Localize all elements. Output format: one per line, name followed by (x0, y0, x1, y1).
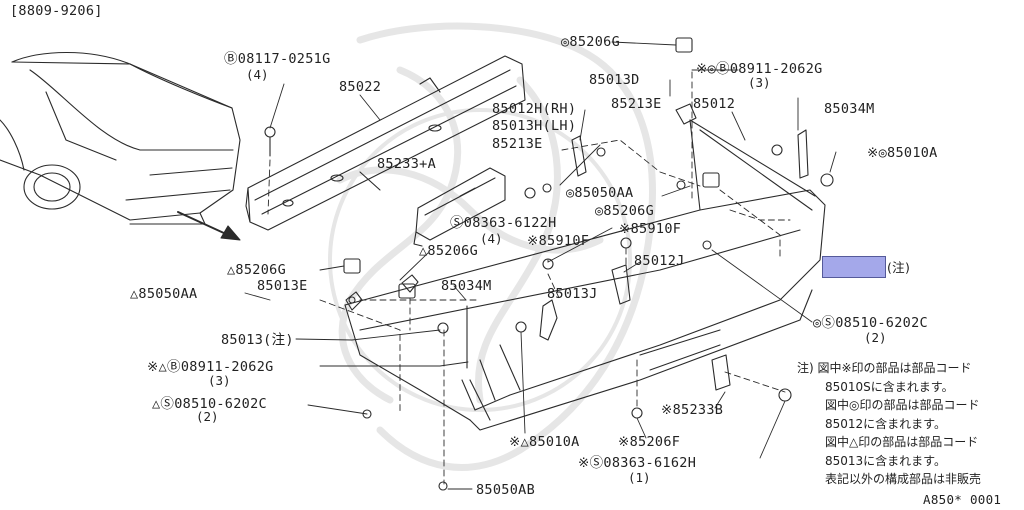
part-label-85050aa-mid[interactable]: ◎85050AA (566, 185, 634, 201)
part-label-85013e[interactable]: 85013E (257, 278, 308, 294)
note-line: 85013に含まれます。 (825, 453, 946, 468)
note-line: 図中◎印の部品は部品コード (825, 398, 980, 412)
part-label-85206f[interactable]: ※85206F (618, 434, 681, 450)
part-label-85013h-lh[interactable]: 85013H(LH) (492, 118, 577, 134)
date-range-label: [8809-9206] (10, 3, 103, 19)
part-label-85012j[interactable]: 85012J (634, 253, 685, 269)
quantity-label: (3) (208, 373, 231, 388)
part-label-85010a-bottom[interactable]: ※△85010A (509, 434, 580, 450)
quantity-label: (4) (246, 67, 269, 82)
watermark-emblem (328, 22, 656, 471)
part-label-85206g-mid[interactable]: ◎85206G (595, 203, 654, 219)
quantity-label: (4) (480, 231, 503, 246)
part-label-08363-6162h[interactable]: ※Ⓢ08363-6162H (578, 455, 697, 471)
part-label-85213e[interactable]: 85213E (492, 136, 543, 152)
part-label-08363-6122h[interactable]: Ⓢ08363-6122H (450, 215, 557, 231)
highlight-note-label: (注) (887, 260, 911, 275)
note-line: 図中△印の部品は部品コード (825, 435, 979, 449)
quantity-label: (2) (864, 330, 887, 345)
highlighted-part-box[interactable] (822, 256, 886, 278)
part-label-85206g-top[interactable]: ◎85206G (561, 34, 620, 50)
part-label-85910f-right[interactable]: ※85910F (619, 221, 682, 237)
quantity-label: (1) (628, 470, 651, 485)
part-label-85010a-top[interactable]: ※◎85010A (867, 145, 938, 161)
notes-block: 注) 図中※印の部品は部品コード 85010Sに含まれます。 図中◎印の部品は部… (797, 359, 1022, 489)
part-label-85012[interactable]: 85012 (693, 96, 736, 112)
part-label-85213e-top[interactable]: 85213E (611, 96, 662, 112)
quantity-label: (2) (196, 409, 219, 424)
part-label-85034m[interactable]: 85034M (441, 278, 492, 294)
note-line: 表記以外の構成部品は非販売 (825, 472, 982, 486)
quantity-label: (3) (748, 75, 771, 90)
part-label-08911-2062g-left[interactable]: ※△Ⓑ08911-2062G (147, 359, 274, 375)
part-label-85013d[interactable]: 85013D (589, 72, 640, 88)
bracket-parts (345, 103, 809, 391)
energy-absorber (413, 167, 506, 247)
part-label-08911-2062g-top[interactable]: ※◎Ⓑ08911-2062G (696, 61, 823, 77)
leader-lines (244, 41, 885, 490)
part-label-85233b[interactable]: ※85233B (661, 402, 724, 418)
part-label-85022[interactable]: 85022 (339, 79, 382, 95)
part-label-85034m-top[interactable]: 85034M (824, 101, 875, 117)
part-label-85013-note[interactable]: 85013(注) (221, 332, 294, 348)
part-label-08510-6202c-left[interactable]: △Ⓢ08510-6202C (152, 396, 267, 412)
part-label-85012h-rh[interactable]: 85012H(RH) (492, 101, 577, 117)
note-line: 85010Sに含まれます。 (825, 379, 954, 394)
part-label-85233a[interactable]: 85233+A (377, 156, 436, 172)
car-rear-illustration (0, 51, 241, 225)
part-label-08510-6202c-right[interactable]: ◎Ⓢ08510-6202C (813, 315, 928, 331)
part-label-08117-0251g[interactable]: Ⓑ08117-0251G (224, 51, 331, 67)
dashed-guide-lines (267, 71, 791, 485)
part-label-85206g-left[interactable]: △85206G (227, 262, 286, 278)
note-line: 85012に含まれます。 (825, 416, 946, 431)
note-line: 注) 図中※印の部品は部品コード (797, 361, 972, 375)
part-label-85050ab[interactable]: 85050AB (476, 482, 535, 498)
reinforcement-bar (245, 55, 526, 231)
part-label-85206g-delta[interactable]: △85206G (419, 243, 478, 259)
part-label-85050aa-left[interactable]: △85050AA (130, 286, 198, 302)
part-label-85013j[interactable]: 85013J (547, 286, 598, 302)
direction-arrow (177, 211, 241, 241)
part-label-85910f-left[interactable]: ※85910F (527, 233, 590, 249)
bumper-fascia (344, 119, 826, 431)
diagram-code: A850* 0001 (923, 492, 1002, 507)
